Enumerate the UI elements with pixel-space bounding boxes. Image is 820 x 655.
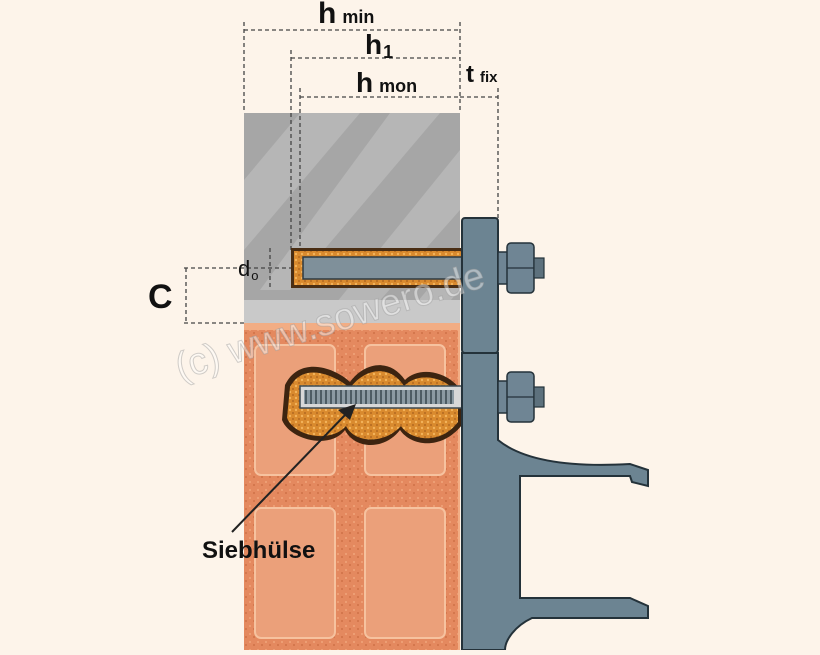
h1-label: h1 <box>365 29 393 62</box>
lower-anchor <box>282 365 511 445</box>
siebhuelse-pointer <box>231 404 356 533</box>
d0-label: do <box>238 256 258 283</box>
steel-bracket <box>461 217 649 651</box>
upper-anchor <box>291 248 509 288</box>
c-label: C <box>148 278 173 316</box>
siebhuelse-label: Siebhülse <box>202 537 315 564</box>
dimension-lines <box>184 22 499 324</box>
nuts <box>497 242 545 423</box>
